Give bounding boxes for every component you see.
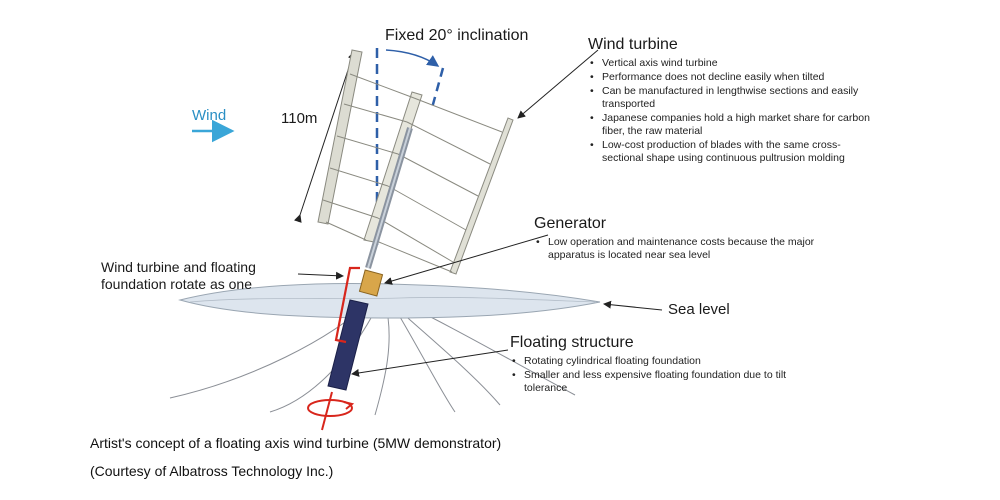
- rotate-note-line-1: Wind turbine and floating: [101, 259, 256, 275]
- generator-bullets: Low operation and maintenance costs beca…: [534, 236, 834, 263]
- height-label: 110m: [281, 110, 318, 127]
- wind-turbine-bullets: Vertical axis wind turbine Performance d…: [588, 57, 878, 166]
- sea-level-pointer: [603, 300, 663, 311]
- caption-line-1: Artist's concept of a floating axis wind…: [90, 435, 502, 451]
- inclination-label: Fixed 20° inclination: [385, 27, 529, 44]
- inclination-arc: [385, 49, 440, 67]
- floating-structure-title: Floating structure: [510, 334, 634, 351]
- generator-bullet: Low operation and maintenance costs beca…: [534, 236, 834, 262]
- wind-turbine-pointer: [517, 49, 599, 119]
- rotation-indicator: [307, 391, 355, 431]
- generator-unit: [358, 269, 384, 297]
- tilted-axis-line: [430, 67, 445, 109]
- floating-foundation: [327, 299, 369, 391]
- generator-title: Generator: [534, 215, 607, 232]
- sea-level-label: Sea level: [668, 301, 730, 318]
- turbine-frame: [317, 49, 514, 275]
- generator-pointer: [384, 234, 549, 285]
- rotate-note-label: Wind turbine and floating foundation rot…: [101, 259, 256, 293]
- wind-turbine-title: Wind turbine: [588, 36, 678, 53]
- wind-turbine-bullet: Can be manufactured in lengthwise sectio…: [588, 85, 878, 111]
- rotate-note-pointer: [297, 271, 344, 280]
- rotate-note-line-2: foundation rotate as one: [101, 276, 253, 292]
- floating-structure-bullets: Rotating cylindrical floating foundation…: [510, 355, 820, 396]
- floating-structure-bullet: Smaller and less expensive floating foun…: [510, 369, 820, 395]
- caption-line-2: (Courtesy of Albatross Technology Inc.): [90, 463, 334, 479]
- floating-structure-pointer: [351, 349, 509, 377]
- wind-turbine-bullet: Vertical axis wind turbine: [588, 57, 878, 70]
- sea-surface: [178, 282, 601, 319]
- wind-turbine-bullet: Performance does not decline easily when…: [588, 71, 878, 84]
- rotation-bracket: [334, 266, 360, 344]
- floating-structure-bullet: Rotating cylindrical floating foundation: [510, 355, 820, 368]
- wind-label: Wind: [192, 107, 227, 124]
- wind-turbine-bullet: Japanese companies hold a high market sh…: [588, 112, 878, 138]
- height-dimension-arrow: [294, 51, 356, 223]
- wind-turbine-bullet: Low-cost production of blades with the s…: [588, 139, 878, 165]
